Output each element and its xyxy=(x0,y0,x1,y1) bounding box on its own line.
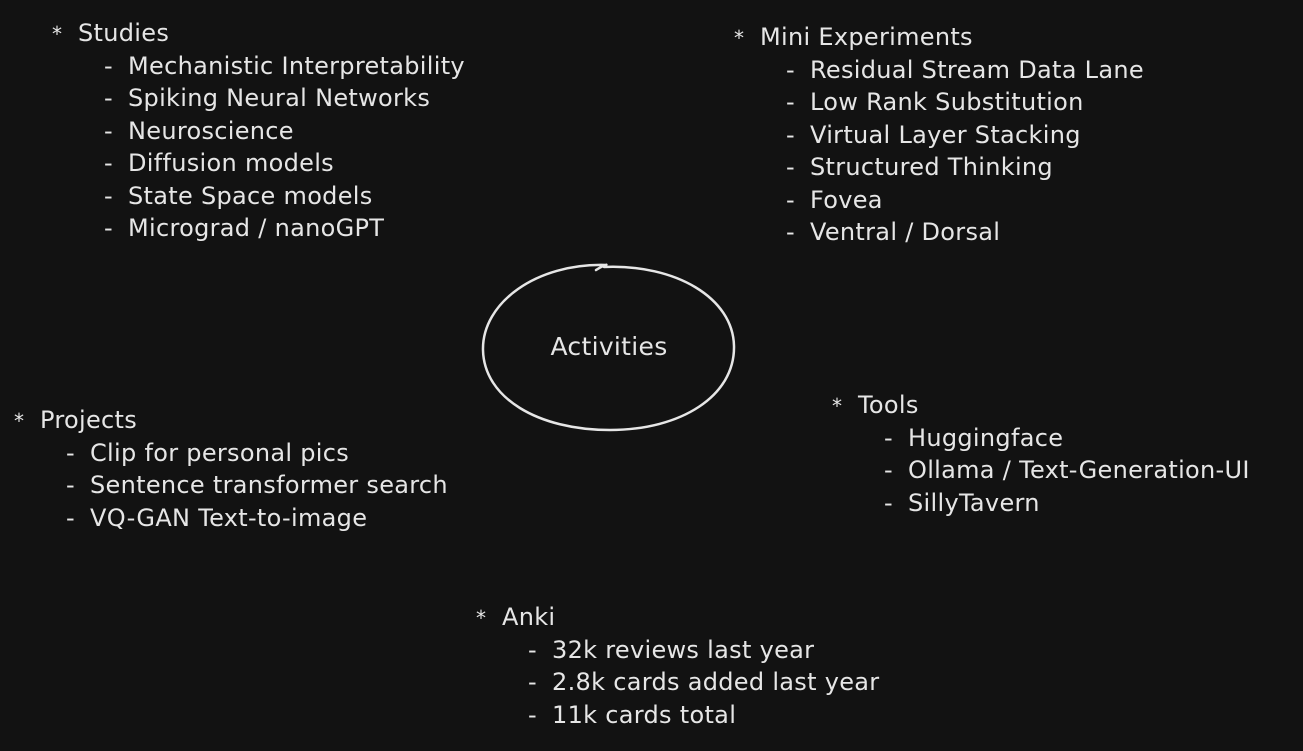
dash-icon: - xyxy=(104,181,113,210)
item-list: -Residual Stream Data Lane -Low Rank Sub… xyxy=(786,54,1144,248)
item-text: Sentence transformer search xyxy=(90,471,448,500)
item-text: Diffusion models xyxy=(128,149,334,178)
dash-icon: - xyxy=(66,503,75,532)
list-item: -Sentence transformer search xyxy=(66,469,448,501)
list-item: -SillyTavern xyxy=(884,487,1250,519)
list-item: -Ollama / Text-Generation-UI xyxy=(884,454,1250,486)
item-text: 11k cards total xyxy=(552,700,737,729)
list-item: -2.8k cards added last year xyxy=(528,666,879,698)
list-item: -Mechanistic Interpretability xyxy=(104,50,465,82)
item-text: Ventral / Dorsal xyxy=(810,218,1001,247)
list-item: -Virtual Layer Stacking xyxy=(786,119,1144,151)
dash-icon: - xyxy=(104,52,113,80)
bullet-icon: * xyxy=(14,409,25,433)
item-text: Residual Stream Data Lane xyxy=(810,56,1144,84)
section-anki: *Anki -32k reviews last year -2.8k cards… xyxy=(476,601,879,731)
list-item: -Fovea xyxy=(786,184,1144,216)
list-item: -VQ-GAN Text-to-image xyxy=(66,502,448,534)
list-item: -Ventral / Dorsal xyxy=(786,216,1144,248)
section-title: Studies xyxy=(78,19,170,47)
item-text: Low Rank Substitution xyxy=(810,88,1084,117)
item-text: SillyTavern xyxy=(908,488,1040,517)
item-text: State Space models xyxy=(128,181,373,210)
dash-icon: - xyxy=(528,668,537,697)
list-item: -Low Rank Substitution xyxy=(786,86,1144,118)
item-text: Clip for personal pics xyxy=(90,439,350,467)
section-mini-experiments: *Mini Experiments -Residual Stream Data … xyxy=(734,21,1144,248)
dash-icon: - xyxy=(104,149,113,178)
section-title: Mini Experiments xyxy=(760,23,973,51)
item-text: 32k reviews last year xyxy=(552,636,815,664)
section-heading: * Studies xyxy=(52,17,465,50)
section-studies: *Studies -Mechanistic Interpretability -… xyxy=(52,17,465,244)
dash-icon: - xyxy=(104,84,113,113)
list-item: -32k reviews last year xyxy=(528,634,879,666)
item-list: -Clip for personal pics -Sentence transf… xyxy=(66,437,448,534)
item-text: Micrograd / nanoGPT xyxy=(128,214,385,243)
item-text: Fovea xyxy=(810,185,883,214)
dash-icon: - xyxy=(528,636,537,664)
section-heading: * Projects xyxy=(14,404,448,437)
dash-icon: - xyxy=(884,456,893,485)
dash-icon: - xyxy=(884,488,893,517)
item-text: Spiking Neural Networks xyxy=(128,84,431,113)
item-text: 2.8k cards added last year xyxy=(552,668,880,697)
dash-icon: - xyxy=(104,214,113,243)
bullet-icon: * xyxy=(52,22,63,46)
item-text: VQ-GAN Text-to-image xyxy=(90,503,368,532)
dash-icon: - xyxy=(66,439,75,467)
dash-icon: - xyxy=(786,153,795,182)
dash-icon: - xyxy=(786,218,795,247)
dash-icon: - xyxy=(884,424,893,452)
list-item: -Diffusion models xyxy=(104,147,465,179)
list-item: -Micrograd / nanoGPT xyxy=(104,212,465,244)
bullet-icon: * xyxy=(734,26,745,50)
list-item: -Clip for personal pics xyxy=(66,437,448,469)
item-text: Mechanistic Interpretability xyxy=(128,52,465,80)
list-item: -Huggingface xyxy=(884,422,1250,454)
list-item: -State Space models xyxy=(104,180,465,212)
list-item: -Spiking Neural Networks xyxy=(104,82,465,114)
item-text: Structured Thinking xyxy=(810,153,1053,182)
list-item: -Structured Thinking xyxy=(786,151,1144,183)
section-heading: * Tools xyxy=(832,389,1250,422)
item-list: -Mechanistic Interpretability -Spiking N… xyxy=(104,50,465,244)
dash-icon: - xyxy=(786,56,795,84)
dash-icon: - xyxy=(66,471,75,500)
section-title: Tools xyxy=(858,391,919,419)
dash-icon: - xyxy=(786,185,795,214)
item-list: -Huggingface -Ollama / Text-Generation-U… xyxy=(884,422,1250,519)
bullet-icon: * xyxy=(832,394,843,418)
center-node-outline xyxy=(481,263,736,432)
section-heading: * Anki xyxy=(476,601,879,634)
section-tools: *Tools -Huggingface -Ollama / Text-Gener… xyxy=(832,389,1250,519)
dash-icon: - xyxy=(104,116,113,145)
dash-icon: - xyxy=(528,700,537,729)
list-item: -Neuroscience xyxy=(104,115,465,147)
list-item: -11k cards total xyxy=(528,699,879,731)
item-text: Neuroscience xyxy=(128,116,294,145)
bullet-icon: * xyxy=(476,606,487,630)
section-projects: *Projects -Clip for personal pics -Sente… xyxy=(14,404,448,534)
item-list: -32k reviews last year -2.8k cards added… xyxy=(528,634,879,731)
item-text: Ollama / Text-Generation-UI xyxy=(908,456,1250,485)
dash-icon: - xyxy=(786,88,795,117)
item-text: Virtual Layer Stacking xyxy=(810,120,1081,149)
dash-icon: - xyxy=(786,120,795,149)
list-item: -Residual Stream Data Lane xyxy=(786,54,1144,86)
center-node-label: Activities xyxy=(550,332,668,361)
item-text: Huggingface xyxy=(908,424,1064,452)
section-title: Anki xyxy=(502,603,556,631)
section-title: Projects xyxy=(40,406,138,434)
section-heading: * Mini Experiments xyxy=(734,21,1144,54)
